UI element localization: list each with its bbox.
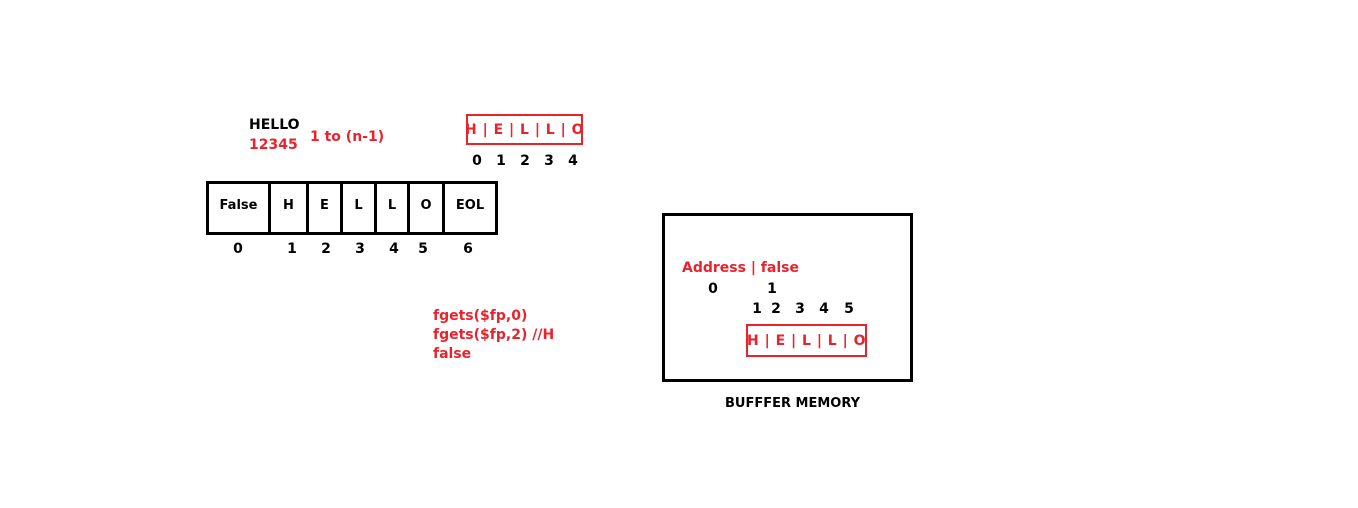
- array-cell-1-label: H: [283, 197, 294, 213]
- top-red-box: H | E | L | L | O: [465, 114, 584, 145]
- array-cell-3-label: L: [354, 197, 363, 213]
- memory-buffer-index-1: 1: [752, 301, 762, 317]
- top-index-0: 0: [472, 153, 482, 169]
- top-index-3: 3: [544, 153, 554, 169]
- memory-address-index-0: 0: [708, 281, 718, 297]
- array-index-0: 0: [233, 241, 243, 257]
- array-cell-5-label: O: [420, 197, 432, 213]
- code-block: fgets($fp,0) fgets($fp,2) //H false: [433, 307, 554, 364]
- array-index-3: 3: [355, 241, 365, 257]
- memory-buffer-index-2: 2: [771, 301, 781, 317]
- array-cell-5: O: [407, 181, 445, 235]
- top-red-box-text: H | E | L | L | O: [465, 121, 584, 138]
- memory-buffer-index-5: 5: [844, 301, 854, 317]
- array-cell-6: EOL: [442, 181, 498, 235]
- code-line-3: false: [433, 346, 472, 362]
- memory-buffer-text: H | E | L | L | O: [747, 332, 866, 349]
- code-line-1: fgets($fp,0): [433, 308, 528, 324]
- array-index-4: 4: [389, 241, 399, 257]
- range-note: 1 to (n-1): [310, 129, 385, 145]
- array-index-6: 6: [463, 241, 473, 257]
- top-index-2: 2: [520, 153, 530, 169]
- memory-address-index-1: 1: [767, 281, 777, 297]
- array-index-5: 5: [418, 241, 428, 257]
- array-cell-2: E: [306, 181, 343, 235]
- hello-digits: 12345: [249, 137, 298, 153]
- array-cell-0-label: False: [219, 197, 258, 213]
- array-index-2: 2: [321, 241, 331, 257]
- memory-address-label: Address | false: [682, 260, 799, 276]
- array-cell-6-label: EOL: [455, 197, 485, 213]
- array-cell-4: L: [374, 181, 410, 235]
- code-line-2: fgets($fp,2) //H: [433, 327, 555, 343]
- buffer-memory-box: [662, 213, 913, 382]
- array-cells: False H E L L O EOL: [206, 181, 498, 235]
- array-cell-4-label: L: [387, 197, 397, 213]
- array-cell-2-label: E: [320, 197, 329, 213]
- array-cell-3: L: [340, 181, 377, 235]
- array-cell-0: False: [206, 181, 271, 235]
- memory-buffer-index-4: 4: [819, 301, 829, 317]
- memory-buffer-index-3: 3: [795, 301, 805, 317]
- array-cell-1: H: [268, 181, 309, 235]
- top-index-4: 4: [568, 153, 578, 169]
- array-index-1: 1: [287, 241, 297, 257]
- memory-caption: BUFFFER MEMORY: [725, 396, 861, 411]
- memory-buffer-box: H | E | L | L | O: [746, 324, 867, 357]
- hello-word: HELLO: [249, 117, 300, 133]
- top-index-1: 1: [496, 153, 506, 169]
